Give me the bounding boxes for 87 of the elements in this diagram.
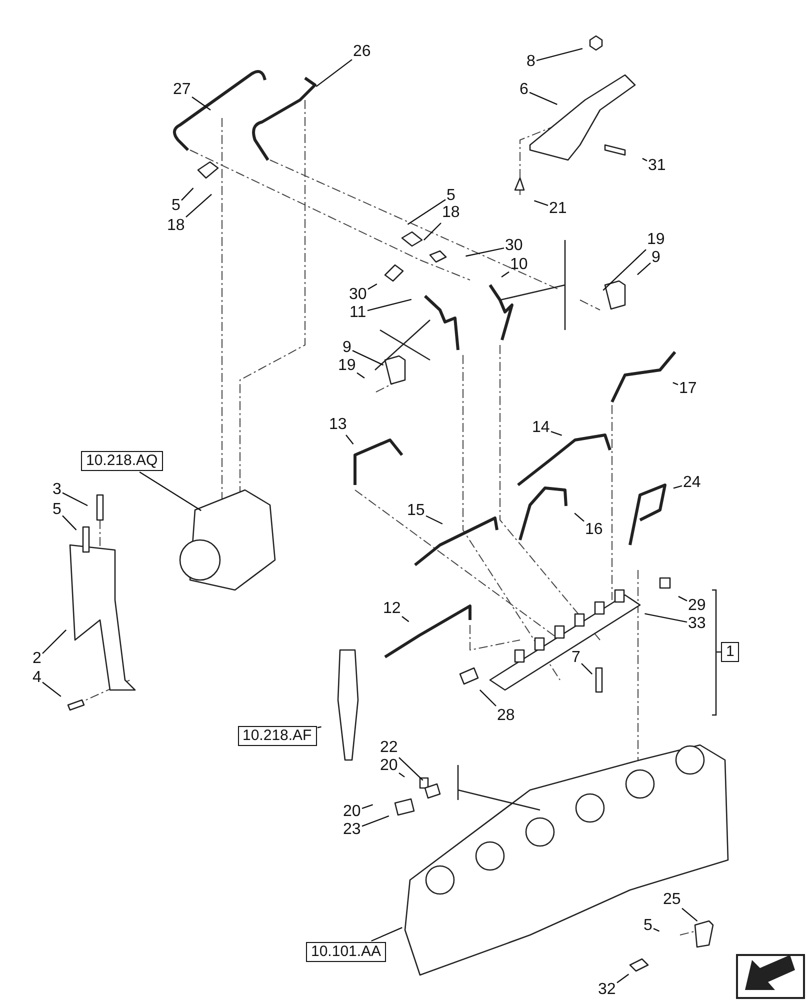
callout-number: 2 bbox=[32, 650, 42, 668]
callout-number: 18 bbox=[442, 204, 460, 222]
leader-line bbox=[356, 372, 365, 379]
leader-line bbox=[501, 271, 510, 278]
callout-number: 6 bbox=[520, 81, 528, 99]
reference-box: 10.218.AQ bbox=[81, 451, 163, 471]
leader-line bbox=[466, 248, 504, 257]
reference-box: 1 bbox=[721, 642, 740, 662]
leader-line bbox=[550, 430, 562, 436]
callout-number: 19 bbox=[338, 357, 356, 375]
callout-number: 18 bbox=[167, 217, 185, 235]
callout-number: 11 bbox=[350, 304, 366, 322]
leader-line bbox=[402, 616, 410, 622]
leader-line bbox=[42, 682, 62, 697]
leader-line bbox=[529, 92, 558, 105]
callout-number: 5 bbox=[644, 917, 652, 935]
leader-line bbox=[423, 222, 442, 241]
callout-number: 31 bbox=[648, 157, 666, 175]
leader-line bbox=[479, 689, 496, 706]
leader-line bbox=[316, 59, 352, 88]
leader-line bbox=[62, 515, 77, 530]
callout-number: 30 bbox=[505, 237, 523, 255]
reference-box: 10.218.AF bbox=[238, 726, 317, 746]
reference-box: 10.101.AA bbox=[306, 942, 386, 962]
leader-line bbox=[678, 596, 688, 602]
callout-number: 9 bbox=[342, 339, 352, 357]
callout-number: 19 bbox=[647, 231, 665, 249]
callout-number: 28 bbox=[497, 707, 515, 725]
callout-number: 30 bbox=[349, 286, 367, 304]
callout-number: 8 bbox=[526, 53, 536, 71]
callout-number: 9 bbox=[652, 249, 660, 267]
callout-number: 25 bbox=[663, 891, 681, 909]
leader-line bbox=[186, 194, 212, 218]
leader-line bbox=[317, 726, 322, 728]
callout-number: 33 bbox=[688, 615, 706, 633]
leader-line bbox=[534, 200, 548, 206]
callout-number: 23 bbox=[343, 821, 361, 839]
leader-line bbox=[536, 48, 583, 62]
callout-number: 5 bbox=[52, 501, 62, 519]
leader-line bbox=[426, 515, 443, 524]
leader-line bbox=[672, 382, 678, 386]
callout-number: 20 bbox=[343, 803, 361, 821]
leader-line bbox=[181, 188, 194, 201]
leader-line bbox=[192, 96, 211, 110]
leader-line bbox=[62, 492, 88, 506]
leader-line bbox=[346, 434, 354, 444]
leader-line bbox=[673, 485, 682, 489]
leader-line bbox=[362, 804, 373, 810]
leader-line bbox=[682, 908, 698, 922]
leader-line bbox=[362, 815, 390, 827]
leader-line bbox=[371, 927, 402, 942]
leader-line bbox=[642, 158, 648, 162]
callout-number: 22 bbox=[380, 739, 398, 757]
leader-line bbox=[581, 663, 593, 675]
leader-line bbox=[398, 757, 424, 781]
leader-line bbox=[42, 629, 67, 654]
callout-number: 14 bbox=[532, 419, 550, 437]
leader-line bbox=[367, 298, 412, 312]
callout-number: 12 bbox=[383, 600, 401, 618]
callout-number: 15 bbox=[407, 502, 425, 520]
leader-line bbox=[407, 199, 446, 225]
callout-number: 13 bbox=[329, 416, 347, 434]
callout-number: 16 bbox=[585, 521, 603, 539]
callout-number: 20 bbox=[380, 757, 398, 775]
callout-number: 5 bbox=[446, 187, 456, 205]
callout-number: 10 bbox=[510, 256, 528, 274]
callout-number: 5 bbox=[172, 197, 180, 215]
leader-line bbox=[574, 512, 584, 522]
callout-number: 17 bbox=[679, 380, 697, 398]
callout-number: 29 bbox=[688, 597, 706, 615]
leader-line bbox=[637, 262, 651, 276]
leader-line bbox=[644, 613, 688, 623]
callout-number: 3 bbox=[52, 481, 62, 499]
leader-line bbox=[602, 249, 646, 291]
leader-line bbox=[368, 284, 378, 290]
callout-number: 24 bbox=[683, 474, 701, 492]
leader-line bbox=[398, 772, 405, 778]
callout-number: 27 bbox=[173, 81, 191, 99]
callout-number: 4 bbox=[32, 669, 42, 687]
leader-line bbox=[653, 928, 660, 932]
leader-line bbox=[352, 350, 384, 366]
leader-line bbox=[139, 472, 202, 512]
callout-number: 26 bbox=[353, 43, 371, 61]
callout-number: 7 bbox=[572, 649, 580, 667]
leader-line bbox=[616, 974, 630, 984]
callout-number: 32 bbox=[598, 981, 616, 999]
callout-number: 21 bbox=[549, 200, 567, 218]
